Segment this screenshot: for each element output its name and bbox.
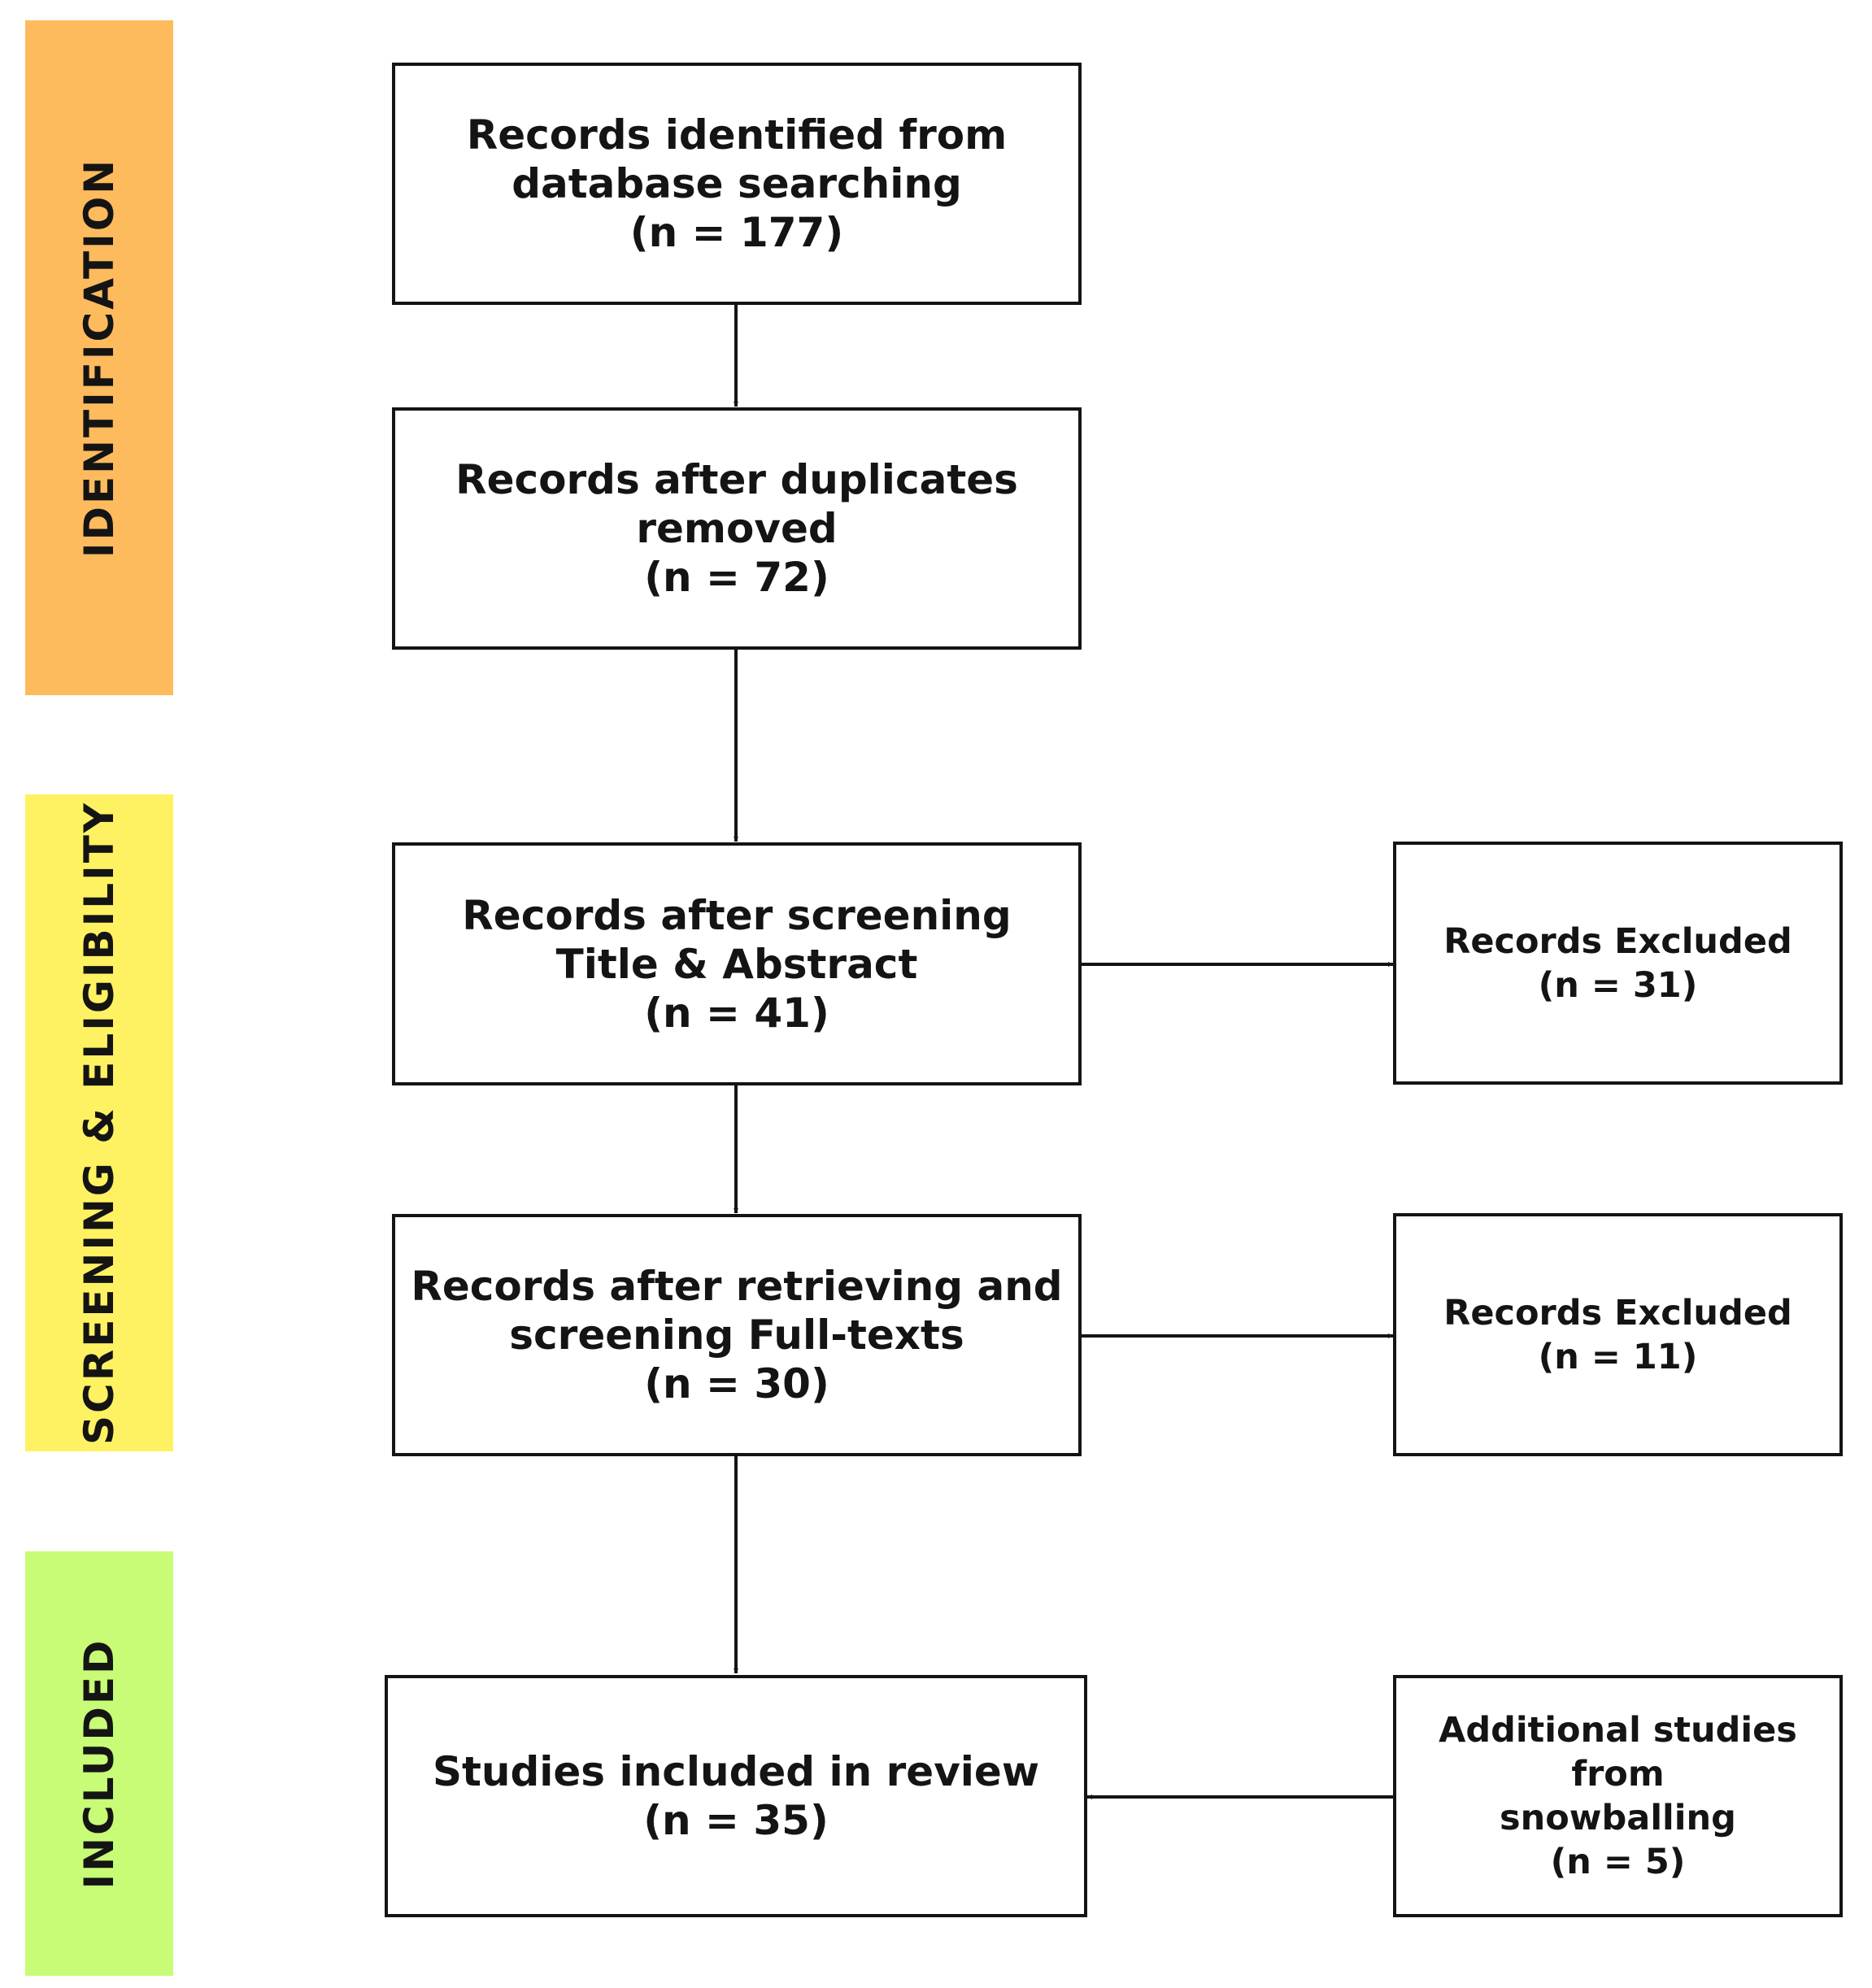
box-studies-included-line1: Studies included in review	[432, 1748, 1040, 1795]
box-records-excluded-1: Records Excluded (n = 31)	[1393, 842, 1843, 1085]
box-records-deduplicated-line2: removed	[636, 505, 838, 552]
box-records-identified-line1: Records identified from	[466, 111, 1008, 159]
box-snowballing-line1: Additional studies from	[1439, 1710, 1797, 1794]
box-studies-included-count: (n = 35)	[643, 1797, 829, 1844]
box-records-deduplicated-line1: Records after duplicates	[455, 456, 1018, 503]
box-records-identified: Records identified from database searchi…	[392, 63, 1082, 305]
box-records-excluded-1-count: (n = 31)	[1538, 964, 1698, 1006]
box-records-title-abstract-line1: Records after screening	[462, 891, 1012, 939]
box-records-full-text: Records after retrieving and screening F…	[392, 1214, 1082, 1456]
box-snowballing: Additional studies from snowballing (n =…	[1393, 1675, 1843, 1917]
box-records-identified-line2: database searching	[512, 160, 962, 207]
box-records-deduplicated: Records after duplicates removed (n = 72…	[392, 407, 1082, 650]
box-records-excluded-2: Records Excluded (n = 11)	[1393, 1213, 1843, 1456]
stage-band-screening: SCREENING & ELIGIBILITY	[25, 794, 173, 1451]
box-studies-included: Studies included in review (n = 35)	[385, 1675, 1087, 1917]
box-snowballing-count: (n = 5)	[1550, 1842, 1686, 1882]
box-snowballing-line2: snowballing	[1500, 1798, 1736, 1838]
box-records-full-text-count: (n = 30)	[644, 1360, 829, 1407]
box-records-excluded-1-label: Records Excluded	[1443, 920, 1792, 962]
box-records-full-text-line1: Records after retrieving and	[411, 1263, 1063, 1310]
box-records-deduplicated-count: (n = 72)	[644, 554, 829, 601]
stage-band-included: INCLUDED	[25, 1551, 173, 1976]
box-records-title-abstract-count: (n = 41)	[644, 989, 829, 1037]
box-records-title-abstract: Records after screening Title & Abstract…	[392, 842, 1082, 1085]
box-records-identified-count: (n = 177)	[629, 209, 844, 256]
box-records-title-abstract-line2: Title & Abstract	[555, 940, 918, 988]
stage-band-identification: IDENTIFICATION	[25, 20, 173, 695]
box-records-full-text-line2: screening Full-texts	[509, 1312, 964, 1359]
box-records-excluded-2-label: Records Excluded	[1443, 1292, 1792, 1333]
box-records-excluded-2-count: (n = 11)	[1538, 1336, 1698, 1377]
